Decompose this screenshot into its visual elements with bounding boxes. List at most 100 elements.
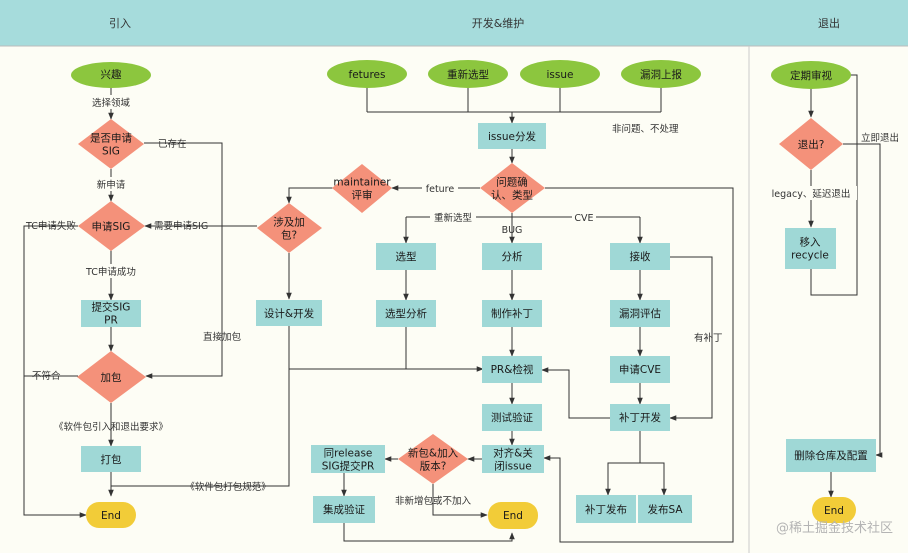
- edge-non-issue: 非问题、不处理: [612, 123, 679, 135]
- node-selection: 选型: [376, 243, 436, 270]
- edge-not-conform: 不符合: [32, 370, 61, 382]
- svg-text:漏洞上报: 漏洞上报: [640, 68, 682, 81]
- svg-text:测试验证: 测试验证: [491, 411, 533, 424]
- node-add-pkg-diamond: 加包: [77, 351, 146, 403]
- svg-text:集成验证: 集成验证: [323, 503, 365, 516]
- node-confirm-type-diamond: 问题确认、类型: [480, 163, 545, 213]
- node-patch-dev: 补丁开发: [610, 404, 670, 431]
- svg-text:End: End: [101, 510, 121, 522]
- node-involve-pkg-diamond: 涉及加包?: [257, 203, 322, 253]
- node-features: fetures: [327, 60, 407, 88]
- svg-text:定期审视: 定期审视: [790, 69, 832, 82]
- node-exit-diamond: 退出?: [779, 118, 843, 170]
- svg-text:兴趣: 兴趣: [101, 68, 122, 81]
- node-apply-sig-diamond: 申请SIG: [78, 201, 145, 251]
- node-periodic-review: 定期审视: [771, 61, 851, 89]
- node-analysis: 分析: [482, 243, 542, 270]
- svg-text:PR&检视: PR&检视: [491, 363, 534, 376]
- node-end-exit: End: [812, 497, 856, 523]
- node-end-intro: End: [86, 502, 136, 528]
- edge-intro-rule: 《软件包引入和退出要求》: [54, 421, 168, 433]
- connectors: [23, 72, 883, 543]
- node-design-dev: 设计&开发: [256, 300, 322, 326]
- svg-text:End: End: [824, 505, 844, 517]
- node-receive: 接收: [610, 243, 670, 270]
- node-make-patch: 制作补丁: [482, 300, 542, 327]
- node-delete-repo: 删除仓库及配置: [786, 439, 876, 472]
- node-apply-cve: 申请CVE: [610, 356, 670, 383]
- svg-text:设计&开发: 设计&开发: [264, 307, 315, 320]
- node-new-pkg-version-diamond: 新包&加入版本?: [398, 434, 468, 484]
- svg-text:加包: 加包: [101, 371, 122, 384]
- header-band: [0, 0, 908, 46]
- header-intro: 引入: [109, 16, 131, 30]
- node-issue: issue: [520, 60, 600, 88]
- svg-text:问题确认、类型: 问题确认、类型: [491, 176, 533, 202]
- svg-text:重新选型: 重新选型: [447, 68, 489, 81]
- svg-text:补丁开发: 补丁开发: [619, 411, 661, 424]
- node-vuln-assess: 漏洞评估: [610, 300, 670, 327]
- node-end-dev: End: [488, 502, 538, 529]
- svg-text:新包&加入版本?: 新包&加入版本?: [408, 447, 459, 473]
- svg-text:涉及加包?: 涉及加包?: [273, 216, 305, 242]
- edge-not-new: 非新增包或不加入: [395, 495, 472, 507]
- edge-direct-add: 直接加包: [203, 331, 242, 343]
- edge-labels: 选择领域 已存在 新申请 TC申请失败 需要申请SIG TC申请成功 直接加包 …: [25, 95, 899, 507]
- edge-tc-success: TC申请成功: [85, 266, 136, 278]
- edge-exit-now: 立即退出: [861, 132, 899, 144]
- node-vuln-report: 漏洞上报: [621, 60, 701, 88]
- watermark: @稀土掘金技术社区: [776, 520, 893, 536]
- svg-text:fetures: fetures: [349, 69, 386, 81]
- edge-feture: feture: [426, 184, 455, 195]
- node-patch-release: 补丁发布: [576, 495, 636, 523]
- edge-legacy: legacy、延迟退出: [772, 188, 851, 200]
- node-issue-dispatch: issue分发: [478, 123, 546, 149]
- svg-text:issue: issue: [547, 69, 574, 81]
- svg-text:接收: 接收: [630, 250, 651, 263]
- edge-new-apply: 新申请: [97, 179, 126, 191]
- node-test-verify: 测试验证: [482, 404, 542, 431]
- svg-text:分析: 分析: [502, 250, 523, 263]
- svg-text:issue分发: issue分发: [488, 130, 536, 143]
- edge-has-patch: 有补丁: [694, 332, 723, 344]
- edge-reselect: 重新选型: [434, 212, 473, 224]
- header-dev: 开发&维护: [472, 16, 525, 30]
- node-align-close: 对齐&关闭issue: [482, 445, 544, 473]
- edge-cve: CVE: [574, 213, 593, 224]
- node-integ-verify: 集成验证: [313, 496, 375, 523]
- node-release-sa: 发布SA: [638, 495, 692, 523]
- header-exit: 退出: [818, 16, 840, 30]
- node-pack: 打包: [81, 446, 141, 472]
- svg-text:选型分析: 选型分析: [385, 307, 427, 320]
- node-reselect: 重新选型: [428, 60, 508, 88]
- svg-text:申请SIG: 申请SIG: [92, 220, 131, 233]
- svg-text:补丁发布: 补丁发布: [585, 503, 627, 516]
- svg-text:删除仓库及配置: 删除仓库及配置: [794, 449, 868, 462]
- edge-tc-fail: TC申请失败: [25, 220, 76, 232]
- edge-bug: BUG: [502, 225, 523, 236]
- svg-text:选型: 选型: [396, 250, 417, 263]
- svg-text:End: End: [503, 510, 523, 522]
- svg-text:打包: 打包: [101, 453, 122, 466]
- node-pr-review: PR&检视: [482, 356, 542, 383]
- node-interest: 兴趣: [71, 62, 151, 88]
- svg-text:退出?: 退出?: [798, 138, 825, 151]
- svg-text:发布SA: 发布SA: [647, 503, 683, 516]
- node-selection-analysis: 选型分析: [376, 300, 436, 327]
- svg-text:制作补丁: 制作补丁: [491, 307, 533, 320]
- svg-text:申请CVE: 申请CVE: [619, 363, 661, 376]
- svg-text:对齐&关闭issue: 对齐&关闭issue: [493, 447, 533, 473]
- edge-choose-domain: 选择领域: [92, 97, 131, 109]
